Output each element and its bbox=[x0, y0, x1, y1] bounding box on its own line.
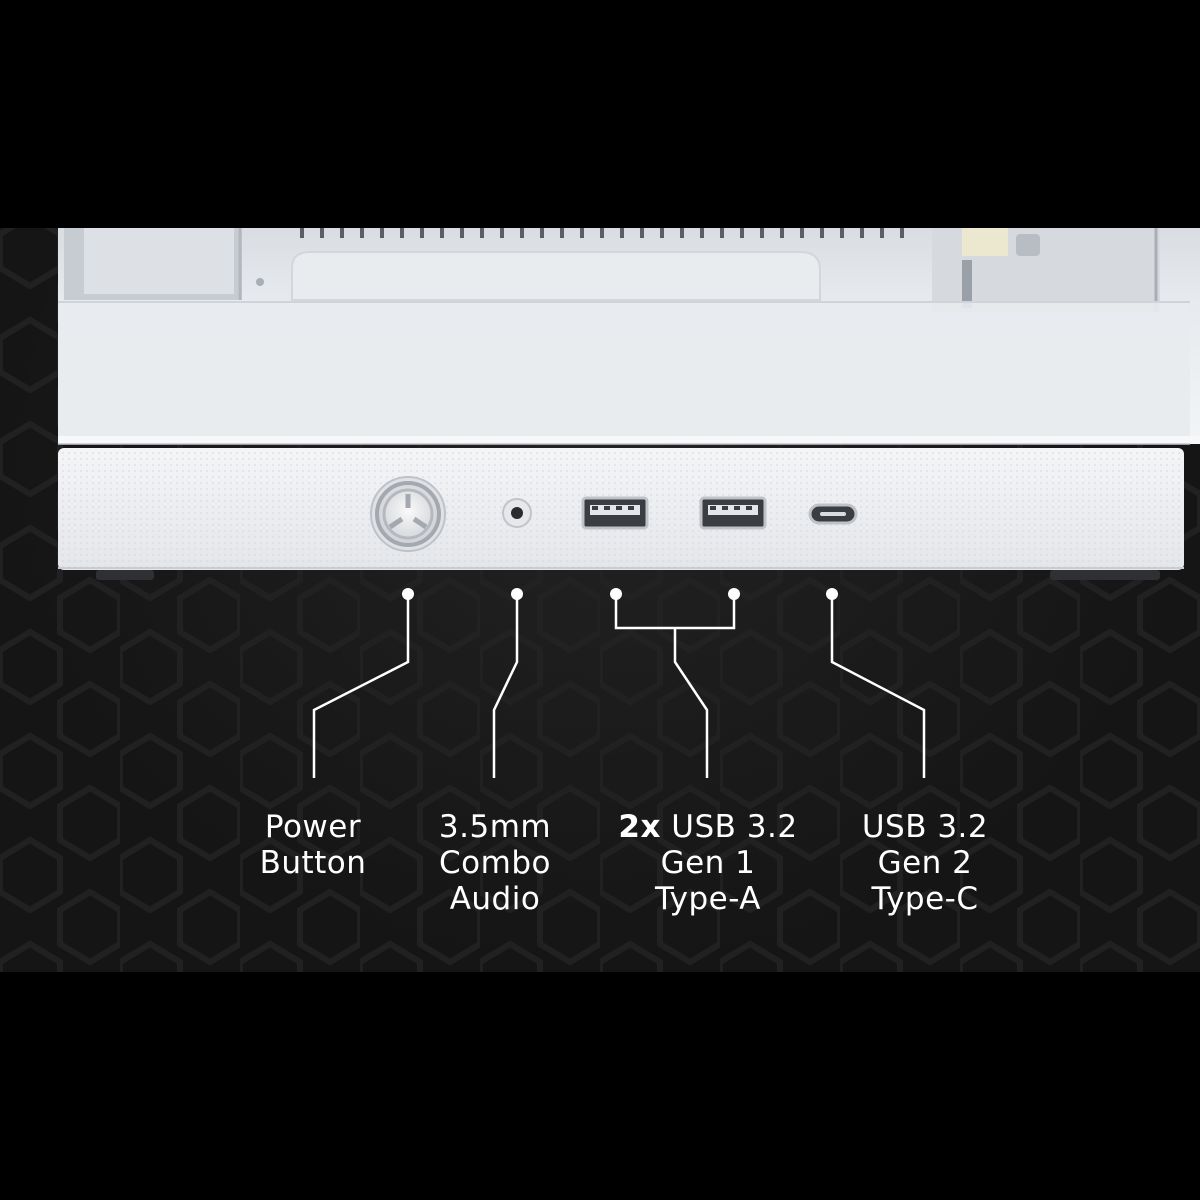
power-button-icon bbox=[370, 476, 446, 552]
usb-a-standard: USB 3.2 bbox=[660, 809, 798, 845]
usb-c-port-icon bbox=[808, 503, 858, 525]
power-callout-line bbox=[312, 595, 410, 778]
usb-a-count: 2x bbox=[618, 809, 661, 845]
usb-a-port-icon bbox=[581, 496, 649, 530]
usb-c-label: USB 3.2 Gen 2 Type-C bbox=[861, 809, 989, 917]
callout-dots bbox=[402, 588, 838, 600]
audio-jack-label: 3.5mm Combo Audio bbox=[438, 809, 552, 917]
usb-a-label: 2x USB 3.2 Gen 1 Type-A bbox=[618, 809, 798, 917]
callout-lines bbox=[312, 595, 926, 778]
audio-callout-line bbox=[492, 595, 519, 778]
power-button-label: Power Button bbox=[259, 809, 367, 881]
usb-a-callout-stem bbox=[673, 628, 709, 778]
audio-jack-icon bbox=[502, 498, 532, 528]
usb-a-port-icon bbox=[699, 496, 767, 530]
usb-c-callout-line bbox=[830, 595, 926, 778]
case-body bbox=[58, 228, 1200, 445]
